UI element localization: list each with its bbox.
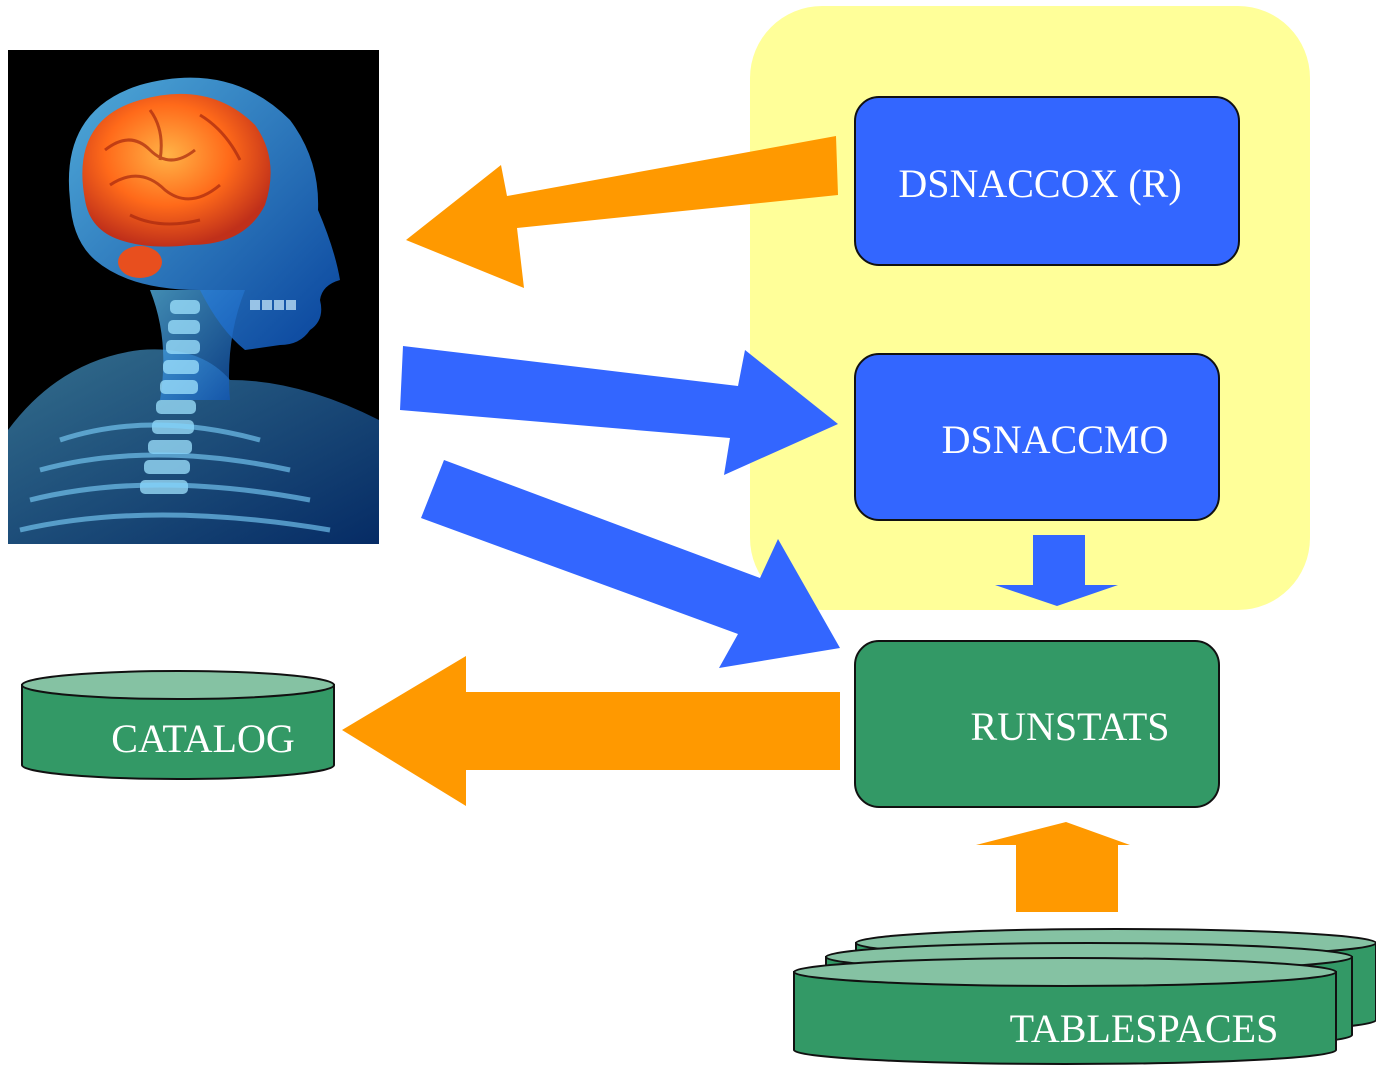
arrow-head-to-runstats: [421, 460, 840, 668]
tablespaces-label: TABLESPACES: [1010, 1006, 1279, 1051]
arrow-tablespaces-to-runstats: [976, 822, 1130, 912]
dsnaccox-box: [854, 96, 1240, 266]
runstats-box: [854, 640, 1220, 808]
runstats-label: RUNSTATS: [970, 704, 1169, 749]
catalog-cylinder: CATALOG: [21, 670, 335, 780]
arrow-dsnaccmo-to-runstats: [995, 535, 1118, 606]
arrow-head-to-dsnaccmo: [400, 346, 838, 475]
tablespaces-cylinders: TABLESPACES: [793, 928, 1376, 1065]
arrow-dsnaccox-to-head: [406, 136, 838, 288]
dsnaccmo-box: [854, 353, 1220, 521]
arrow-runstats-to-catalog: [342, 656, 840, 806]
dsnaccox-label: DSNACCOX (R): [898, 161, 1181, 206]
human-head-xray-brain-icon: [8, 50, 379, 544]
dsnaccmo-label: DSNACCMO: [942, 417, 1169, 462]
catalog-label: CATALOG: [111, 716, 294, 761]
